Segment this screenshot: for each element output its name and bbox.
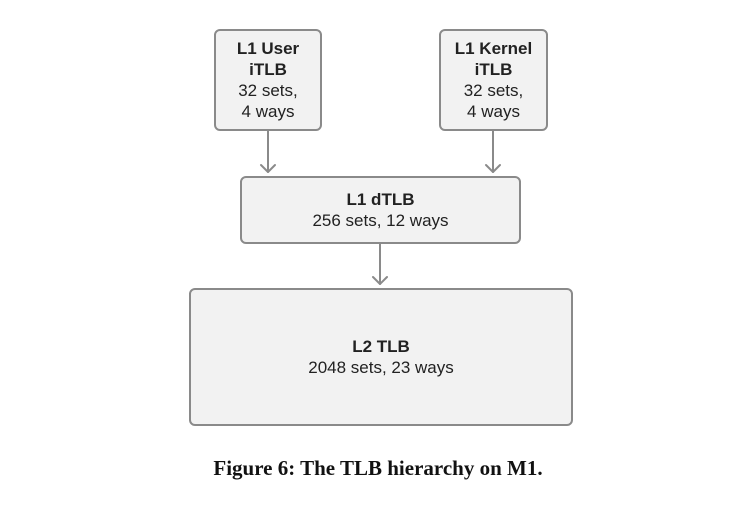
arrow-l1-dtlb-to-l2-tlb: [372, 243, 388, 285]
l1-dtlb-title: L1 dTLB: [346, 190, 415, 209]
l1-user-itlb-title-line1: L1 User: [236, 39, 300, 58]
l1-dtlb-detail: 256 sets, 12 ways: [312, 211, 449, 230]
l1-kernel-itlb-title-line2: iTLB: [474, 60, 513, 79]
arrow-l1-kernel-to-l1-dtlb: [485, 130, 501, 173]
l1-kernel-itlb-title-line1: L1 Kernel: [454, 39, 533, 58]
l1-dtlb-node: L1 dTLB 256 sets, 12 ways: [240, 176, 521, 244]
l1-user-itlb-title-line2: iTLB: [249, 60, 287, 79]
l2-tlb-node: L2 TLB 2048 sets, 23 ways: [189, 288, 573, 426]
l1-user-itlb-detail-line2: 4 ways: [241, 102, 295, 121]
figure-caption: Figure 6: The TLB hierarchy on M1.: [213, 456, 543, 480]
l1-kernel-itlb-detail-line2: 4 ways: [467, 102, 520, 121]
l1-user-itlb-detail-line1: 32 sets,: [238, 81, 298, 100]
l2-tlb-title: L2 TLB: [352, 337, 410, 356]
l1-kernel-itlb-detail-line1: 32 sets,: [463, 81, 524, 100]
l1-user-itlb-node: L1 User iTLB 32 sets, 4 ways: [214, 29, 322, 131]
arrow-l1-user-to-l1-dtlb: [260, 130, 276, 173]
l1-kernel-itlb-node: L1 Kernel iTLB 32 sets, 4 ways: [439, 29, 548, 131]
l2-tlb-detail: 2048 sets, 23 ways: [308, 358, 454, 377]
